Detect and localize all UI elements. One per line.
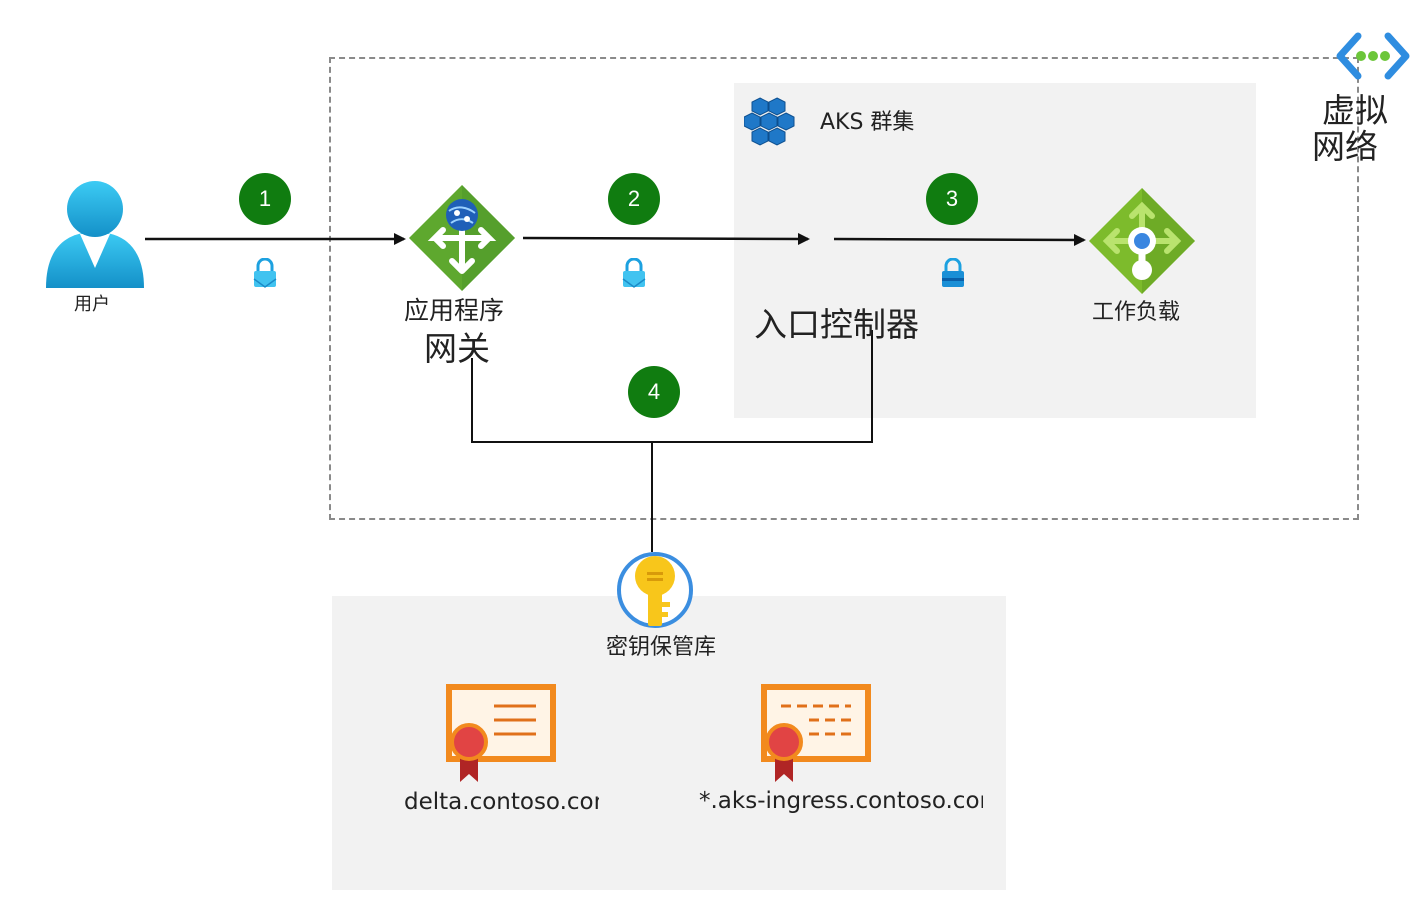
virtual-network-icon — [1336, 32, 1410, 80]
lock-icon — [253, 258, 277, 288]
lock-icon — [942, 258, 964, 287]
ingress-controller-label: 入口控制器 — [754, 305, 919, 344]
certificate-label-2: *.aks-ingress.contoso.com — [699, 788, 983, 814]
gateway-label-line1: 应用程序 — [404, 296, 505, 325]
user-label: 用户 — [74, 294, 110, 315]
workload-label: 工作负载 — [1092, 300, 1181, 325]
step-badge-1: 1 — [239, 173, 291, 225]
step-badge-4: 4 — [628, 366, 680, 418]
aks-cluster-icon — [744, 97, 795, 146]
user-icon — [46, 181, 144, 288]
keyvault-link-line — [471, 330, 873, 443]
key-vault-label: 密钥保管库 — [606, 635, 717, 660]
workload-icon — [1089, 188, 1195, 294]
step-badge-2: 2 — [608, 173, 660, 225]
arrow-gateway-to-ingress — [522, 232, 810, 245]
key-vault-panel — [332, 596, 1006, 890]
lock-icon — [622, 258, 646, 288]
step-badge-3: 3 — [926, 173, 978, 225]
arrow-ingress-to-workload — [833, 233, 1086, 246]
virtual-network-boundary — [329, 57, 1359, 520]
gateway-label-line2: 网关 — [424, 329, 490, 368]
vnet-label-line2: 网络 — [1312, 127, 1378, 166]
key-vault-icon — [617, 552, 693, 628]
certificate-label-1: delta.contoso.com — [404, 789, 599, 815]
aks-cluster-label: AKS 群集 — [820, 110, 915, 135]
certificate-icon — [761, 684, 871, 782]
vnet-label-line1: 虚拟 — [1322, 91, 1388, 130]
application-gateway-icon — [409, 185, 515, 291]
certificate-icon — [446, 684, 556, 782]
